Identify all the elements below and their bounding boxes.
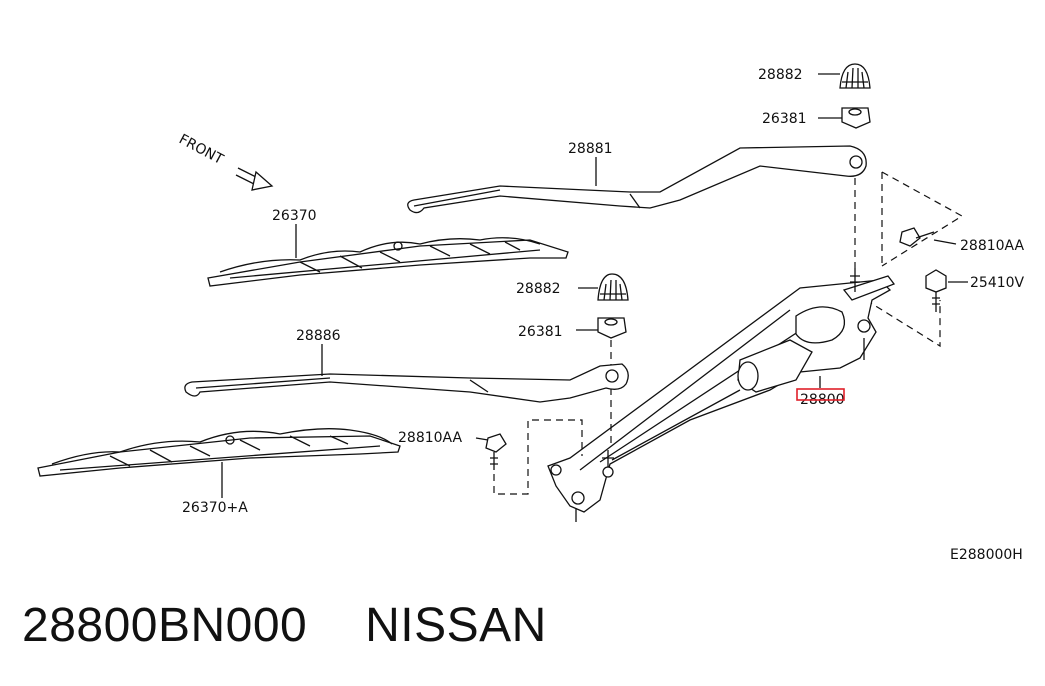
alignment-line-upper-bolt [881, 171, 964, 267]
right-screw [925, 269, 947, 312]
alignment-line-left-bolt [493, 419, 583, 495]
callout-nut-upper: 26381 [762, 111, 807, 127]
brand-name: NISSAN [365, 599, 547, 652]
leader-bolt-left [475, 437, 489, 441]
front-arrow-icon [235, 167, 274, 191]
callout-blade-upper: 26370 [272, 208, 317, 224]
callout-arm-upper: 28881 [568, 141, 613, 157]
motor-linkage-assembly [547, 268, 896, 522]
callout-nutcap-upper: 28882 [758, 67, 803, 83]
part-number: 28800BN000 [22, 599, 308, 652]
callout-screw-right: 25410V [970, 275, 1025, 291]
front-direction-indicator: FRONT [176, 131, 274, 191]
callout-highlight-box [796, 388, 845, 401]
callout-arm-lower: 28886 [296, 328, 341, 344]
callout-bolt-left: 28810AA [398, 430, 463, 446]
diagram-code: E288000H [950, 547, 1023, 563]
part-caption: 28800BN000 NISSAN [22, 598, 547, 660]
upper-nut [841, 107, 871, 129]
callout-bolt-right: 28810AA [960, 238, 1025, 254]
lower-wiper-blade [37, 428, 401, 477]
alignment-line-right-screw [865, 299, 941, 348]
lower-nut [597, 317, 627, 339]
front-label: FRONT [176, 131, 226, 168]
leader-bolt-right [933, 239, 957, 245]
callout-nutcap-lower: 28882 [516, 281, 561, 297]
left-bolt [485, 433, 507, 470]
lower-nut-cap [597, 273, 629, 301]
lower-wiper-arm [184, 363, 629, 403]
callout-nut-lower: 26381 [518, 324, 563, 340]
callout-blade-lower: 26370+A [182, 500, 248, 516]
right-bolt [899, 227, 935, 247]
upper-nut-cap [839, 63, 871, 89]
upper-wiper-blade [207, 237, 569, 287]
upper-wiper-arm [407, 145, 867, 214]
